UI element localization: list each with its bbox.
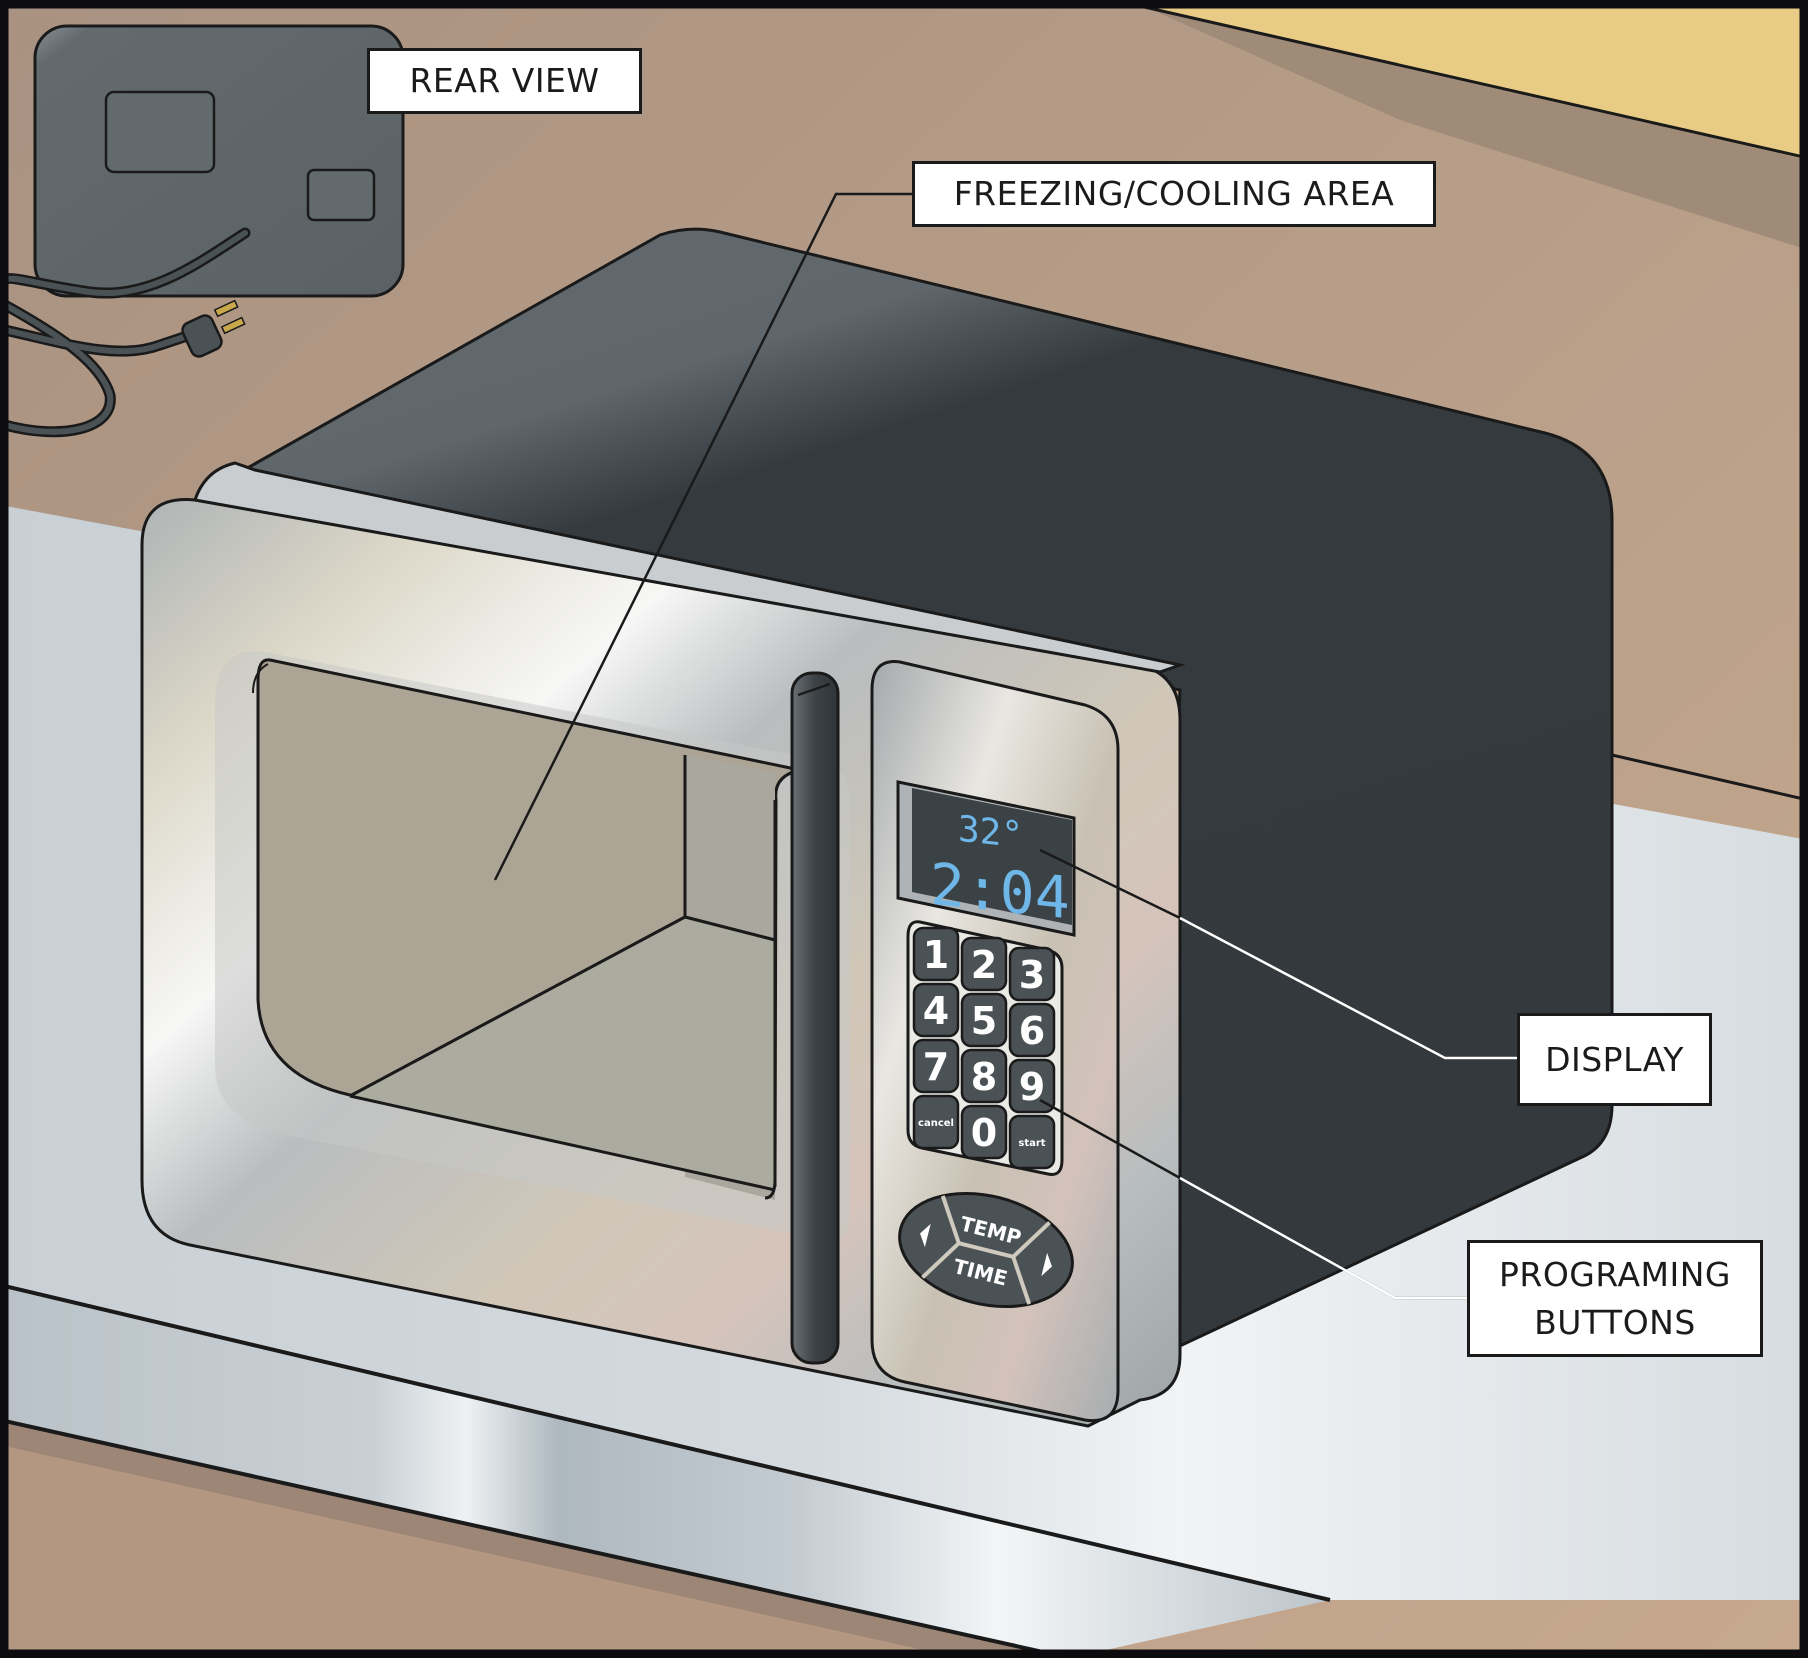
key-face — [960, 936, 1008, 992]
key-1[interactable]: 1 — [912, 926, 960, 982]
left-arrow-icon[interactable] — [917, 1222, 931, 1248]
rear-vent-large — [104, 90, 216, 174]
key-label: 8 — [971, 1055, 997, 1099]
label-programming-buttons: PROGRAMING BUTTONS — [1467, 1240, 1763, 1357]
key-6[interactable]: 6 — [1008, 1002, 1056, 1058]
key-face — [1008, 1114, 1056, 1170]
plug-icon — [181, 299, 246, 358]
key-face — [960, 1104, 1008, 1160]
display-time: 2:04 — [930, 850, 1070, 932]
key-label: 9 — [1019, 1065, 1045, 1109]
counter-edge — [0, 1285, 1330, 1658]
label-display: DISPLAY — [1517, 1013, 1712, 1106]
key-label: 4 — [923, 989, 949, 1033]
key-0[interactable]: 0 — [960, 1104, 1008, 1160]
right-arrow-icon[interactable] — [1041, 1252, 1055, 1278]
display-screen: 32° 2:04 — [896, 780, 1076, 937]
key-face — [912, 926, 960, 982]
key-label: 5 — [971, 999, 997, 1043]
key-face — [912, 1038, 960, 1094]
key-label: 7 — [923, 1045, 949, 1089]
key-label: 0 — [971, 1111, 997, 1155]
leader-freezing — [493, 192, 912, 881]
label-freezing-area: FREEZING/COOLING AREA — [912, 161, 1436, 227]
key-face — [912, 1094, 960, 1150]
key-label: 3 — [1019, 953, 1045, 997]
rear-view-inset — [0, 24, 405, 438]
body-shell — [209, 227, 1614, 1363]
display-temperature: 32° — [958, 808, 1023, 857]
key-7[interactable]: 7 — [912, 1038, 960, 1094]
freezer-body — [140, 227, 1614, 1428]
key-label: 2 — [971, 943, 997, 987]
key-label: 6 — [1019, 1009, 1045, 1053]
leader-lines — [493, 192, 1517, 1300]
key-8[interactable]: 8 — [960, 1048, 1008, 1104]
key-label: start — [1018, 1138, 1045, 1149]
key-cancel[interactable]: cancel — [912, 1094, 960, 1150]
key-face — [1008, 1058, 1056, 1114]
key-face — [1008, 946, 1056, 1002]
key-start[interactable]: start — [1008, 1114, 1056, 1170]
key-5[interactable]: 5 — [960, 992, 1008, 1048]
key-face — [960, 1048, 1008, 1104]
key-label: cancel — [918, 1118, 954, 1129]
key-face — [960, 992, 1008, 1048]
key-label: 1 — [923, 933, 949, 977]
key-face — [912, 982, 960, 1038]
key-2[interactable]: 2 — [960, 936, 1008, 992]
rear-vent-small — [306, 168, 376, 222]
key-9[interactable]: 9 — [1008, 1058, 1056, 1114]
key-4[interactable]: 4 — [912, 982, 960, 1038]
key-face — [1008, 1002, 1056, 1058]
temp-time-dpad: TEMP TIME — [898, 1191, 1074, 1309]
door-handle[interactable] — [790, 671, 840, 1365]
label-rear-view: REAR VIEW — [367, 48, 642, 114]
key-3[interactable]: 3 — [1008, 946, 1056, 1002]
